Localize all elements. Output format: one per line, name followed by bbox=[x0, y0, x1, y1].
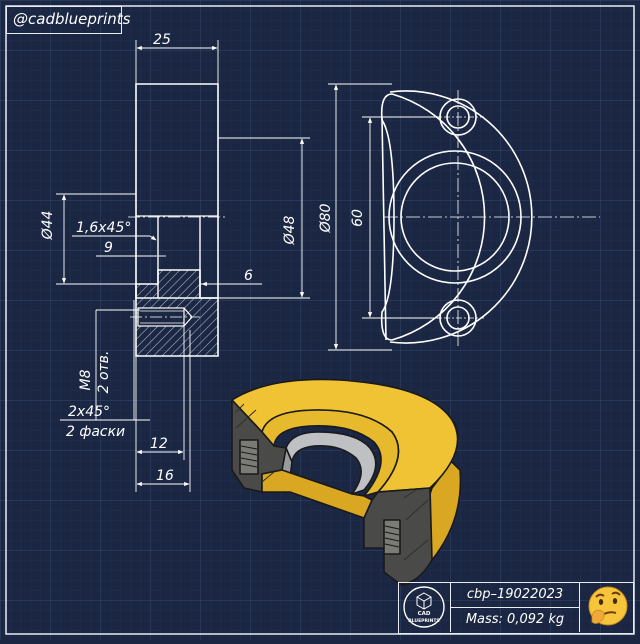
dim-chamfer-count-label: 2 фаски bbox=[66, 424, 125, 440]
dim-m8-label: M8 bbox=[78, 369, 94, 390]
title-block: cbp–19022023 Mass: 0,092 kg bbox=[398, 582, 634, 634]
title-block-logo-cell bbox=[399, 583, 451, 632]
title-block-emoji-cell bbox=[579, 583, 632, 632]
dim-25-label: 25 bbox=[153, 32, 171, 48]
front-view bbox=[380, 90, 600, 348]
dim-dia80-label: Ø80 bbox=[318, 203, 334, 233]
dim-9-label: 9 bbox=[104, 240, 113, 256]
logo-line1: CAD bbox=[418, 611, 431, 617]
sheet-frame bbox=[5, 5, 635, 635]
dim-chamfer-2-label: 2x45° bbox=[68, 404, 110, 420]
dim-chamfer-1-6-label: 1,6x45° bbox=[76, 220, 131, 236]
side-dimensions bbox=[56, 40, 310, 492]
logo-line2: BLUEPRINTS bbox=[408, 618, 439, 624]
dim-dia48-label: Ø48 bbox=[282, 215, 298, 245]
dim-16-label: 16 bbox=[156, 468, 174, 484]
logo-mark bbox=[403, 586, 445, 628]
isometric-view bbox=[231, 378, 462, 586]
dim-6-label: 6 bbox=[244, 268, 253, 284]
thinking-emoji-icon bbox=[588, 586, 628, 626]
dim-12-label: 12 bbox=[150, 436, 168, 452]
part-number: cbp–19022023 bbox=[451, 583, 579, 608]
dim-holes-count-label: 2 отв. bbox=[96, 351, 112, 394]
front-dimensions bbox=[328, 83, 440, 351]
dim-60-label: 60 bbox=[350, 209, 366, 227]
side-section-view bbox=[128, 83, 226, 357]
handle-label: @cadblueprints bbox=[6, 6, 130, 34]
dim-dia44-label: Ø44 bbox=[40, 211, 56, 241]
mass-label: Mass: 0,092 kg bbox=[465, 611, 565, 627]
